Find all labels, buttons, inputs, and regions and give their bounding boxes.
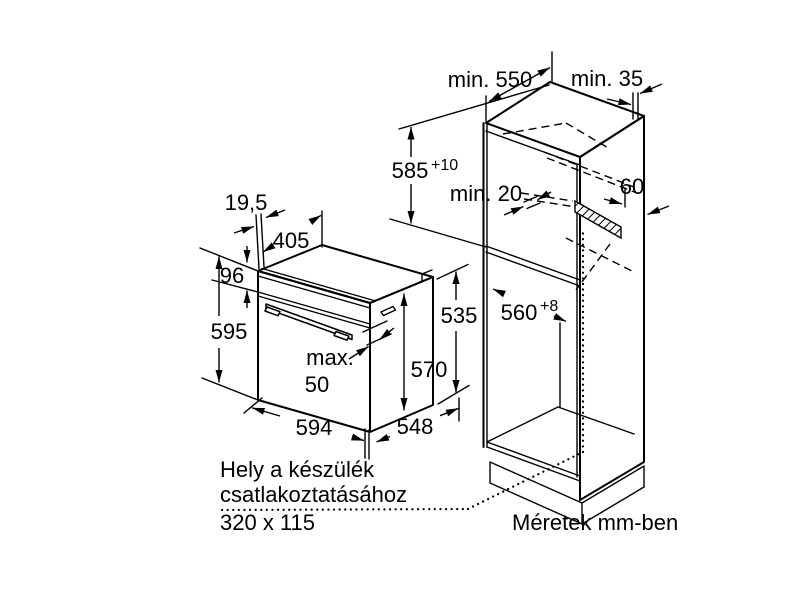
connection-note-line-3: 320 x 115 xyxy=(220,510,315,535)
connection-note-line-2: csatlakoztatásához xyxy=(220,482,407,507)
dim-top-depth-405: 405 xyxy=(262,210,323,253)
vent-hatch xyxy=(574,199,622,240)
dim-oven-depth-label: 548 xyxy=(397,414,434,439)
dim-back-height-535: 535 xyxy=(436,263,478,405)
dim-oven-width-594: 594 xyxy=(243,397,370,460)
dim-fascia-label: 19,5 xyxy=(225,190,268,215)
dim-niche-height-label: 585 xyxy=(392,158,429,183)
dim-oven-width-label: 594 xyxy=(296,415,333,440)
dim-min-35: min. 35 xyxy=(571,66,663,120)
dim-niche-height-585: 585 +10 xyxy=(389,84,550,248)
dim-niche-height-tolerance: +10 xyxy=(431,157,458,174)
dim-handle-max-label-1: max. xyxy=(306,345,354,370)
connection-leader xyxy=(220,230,585,512)
units-note: Méretek mm-ben xyxy=(512,510,678,535)
dim-vent-60: 60 xyxy=(603,174,644,208)
dim-panel-height-label: 96 xyxy=(220,263,244,288)
dim-body-height-570: 570 xyxy=(400,293,448,411)
dim-back-height-label: 535 xyxy=(441,303,478,328)
dim-niche-width-tolerance: +8 xyxy=(540,298,558,315)
dim-min-20: min. 20 xyxy=(450,181,552,216)
dim-min-20-label: min. 20 xyxy=(450,181,522,206)
connection-note-line-1: Hely a készülék xyxy=(220,457,375,482)
dim-min-550-label: min. 550 xyxy=(448,67,532,92)
dim-vent-label: 60 xyxy=(620,174,644,199)
dim-fascia-19-5: 19,5 xyxy=(225,190,286,270)
dim-oven-height-label: 595 xyxy=(211,319,248,344)
dim-min-550: min. 550 xyxy=(448,51,553,122)
oven-drawing xyxy=(257,244,434,433)
dim-handle-max-label-2: 50 xyxy=(305,372,329,397)
dim-oven-depth-548: 548 xyxy=(376,397,460,443)
connection-note: Hely a készülék csatlakoztatásához 320 x… xyxy=(220,457,407,535)
dim-panel-height-96: 96 xyxy=(199,246,259,308)
dim-top-depth-label: 405 xyxy=(273,228,310,253)
dim-niche-width-560: 560 +8 xyxy=(492,288,567,408)
dim-min-35-label: min. 35 xyxy=(571,66,643,91)
dim-niche-width-label: 560 xyxy=(501,300,538,325)
oven-handle xyxy=(265,303,353,341)
dim-body-height-label: 570 xyxy=(411,357,448,382)
dim-oven-height-595: 595 xyxy=(201,256,259,401)
dim-handle-max-50: max. 50 xyxy=(305,320,395,397)
